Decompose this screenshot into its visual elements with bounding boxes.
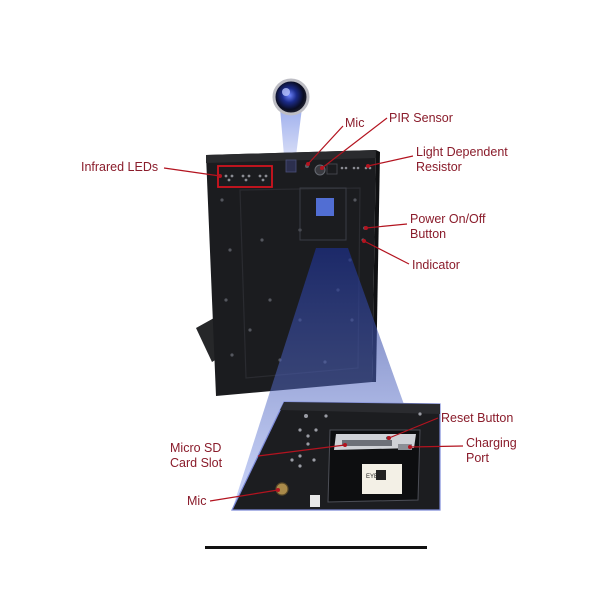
label-pir-sensor: PIR Sensor: [389, 111, 453, 125]
label-mic-bottom: Mic: [187, 494, 207, 508]
label-ldr-line1: Light Dependent: [416, 145, 508, 159]
label-microsd-line2: Card Slot: [170, 456, 223, 470]
leader-lines: [163, 117, 464, 502]
camera-lens-icon: [272, 78, 310, 116]
camera-module: [285, 159, 297, 173]
label-infrared-leds: Infrared LEDs: [81, 160, 159, 174]
zoom-detail-panel: EYE: [231, 401, 441, 511]
light-dependent-resistor-cluster: [340, 166, 372, 170]
base-divider: [205, 546, 427, 549]
label-ldr-line2: Resistor: [416, 160, 462, 174]
label-microsd-line1: Micro SD: [170, 441, 222, 455]
infrared-led-highlight: [217, 165, 273, 188]
sd-card-slot: [342, 440, 392, 446]
label-reset-button: Reset Button: [441, 411, 514, 425]
mic-hole-bottom: [275, 482, 289, 496]
label-power-line1: Power On/Off: [410, 212, 486, 226]
label-mic-top: Mic: [345, 116, 365, 130]
infrared-led-cluster: [224, 174, 268, 182]
svg-text:EYE: EYE: [366, 474, 378, 480]
charging-port: [398, 444, 412, 450]
label-indicator: Indicator: [412, 258, 460, 272]
label-power-line2: Button: [410, 227, 447, 241]
label-charging-line1: Charging: [466, 436, 517, 450]
camera-beam: [280, 108, 302, 156]
label-charging-line2: Port: [466, 451, 489, 465]
